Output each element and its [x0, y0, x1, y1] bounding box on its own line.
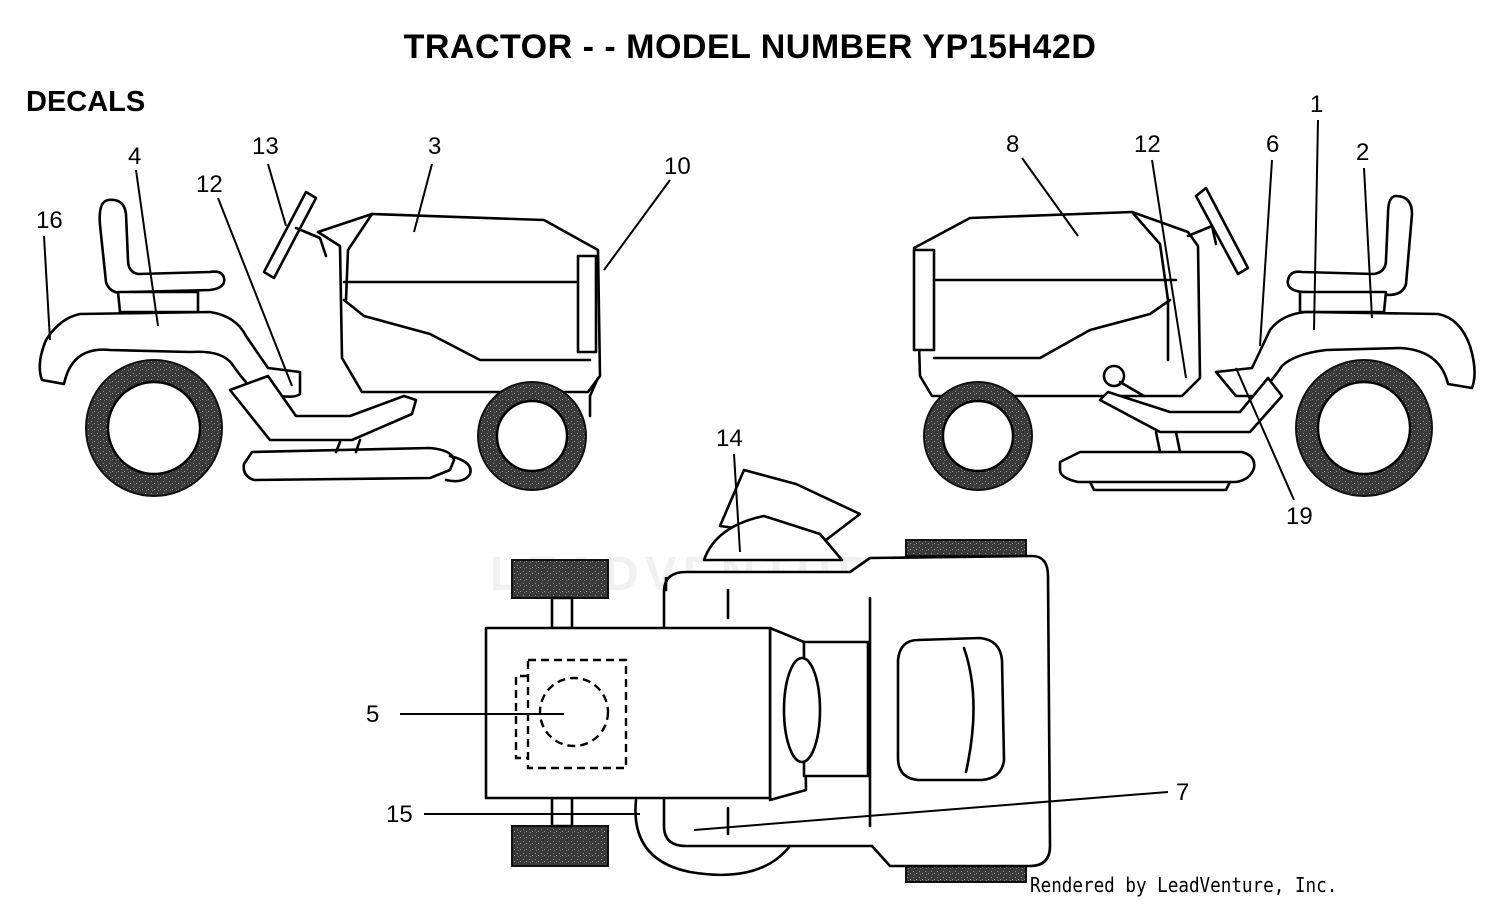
section-label: DECALS [26, 86, 146, 118]
seat-base [116, 290, 200, 314]
steering-wheel [262, 190, 318, 280]
footrest [1098, 376, 1284, 434]
seat-contour [962, 646, 975, 774]
callout-12-right: 12 [1134, 131, 1161, 158]
tractor-left-view [38, 190, 602, 497]
axle-lower [550, 796, 574, 828]
deck-skirt [1088, 480, 1232, 492]
front-hub-left [495, 399, 569, 473]
deck-chute [444, 454, 472, 483]
callout-16: 16 [36, 207, 63, 234]
axle-upper [550, 596, 574, 630]
front-tire-top-upper [511, 559, 609, 599]
air-filter-outline [538, 676, 610, 748]
callout-13: 13 [252, 133, 279, 160]
callout-10: 10 [664, 153, 691, 180]
deck-hanger [334, 438, 362, 454]
steering-wheel [1194, 186, 1250, 276]
mower-deck [1058, 450, 1256, 484]
callout-12-left: 12 [196, 171, 223, 198]
front-tire-top-lower [511, 825, 609, 867]
seat-back [1286, 194, 1414, 297]
tractor-right-view [912, 186, 1476, 497]
deck-hanger [1154, 430, 1182, 454]
deck-outline [634, 798, 792, 877]
callout-4: 4 [128, 143, 141, 170]
leader-lines [43, 119, 1373, 831]
rear-tire-top-lower [905, 865, 1027, 883]
callout-19: 19 [1286, 503, 1313, 530]
callout-8: 8 [1006, 131, 1019, 158]
front-hub-right [941, 399, 1015, 473]
steering-column [294, 226, 328, 258]
callout-5: 5 [366, 701, 379, 728]
callout-2: 2 [1356, 139, 1369, 166]
seat-base [1298, 290, 1388, 314]
hood-front-edge [1130, 210, 1170, 362]
footrest [228, 374, 418, 442]
mower-deck [242, 446, 456, 482]
callout-1: 1 [1310, 91, 1323, 118]
credit-text: Rendered by LeadVenture, Inc. [1030, 873, 1338, 897]
seat-top [896, 636, 1006, 782]
grille [576, 254, 598, 354]
rear-tire-top-upper [905, 539, 1027, 557]
lever-arm [1118, 380, 1146, 398]
decal-marks [726, 588, 872, 836]
page-title: TRACTOR - - MODEL NUMBER YP15H42D [403, 28, 1097, 66]
seat-back [98, 198, 226, 295]
callout-3: 3 [428, 133, 441, 160]
hood-lower-line [342, 298, 592, 362]
callout-14: 14 [716, 425, 743, 452]
callout-6: 6 [1266, 131, 1279, 158]
hood-front-edge [344, 212, 374, 302]
callout-7: 7 [1176, 779, 1189, 806]
front-frame [588, 376, 600, 418]
rear-hub-left [106, 380, 202, 476]
steering-wheel-top [782, 656, 822, 764]
tractor-top-view [484, 468, 1052, 883]
rear-hub-right [1316, 380, 1412, 476]
engine-outline-tab [514, 674, 528, 760]
lever-knob [1102, 364, 1126, 388]
rear-fender [1214, 310, 1476, 398]
callout-labels: 16 4 12 13 3 10 8 12 6 1 2 19 14 5 15 7 [36, 91, 1369, 828]
hood-lower-line [932, 298, 1172, 360]
steering-column [1186, 224, 1218, 246]
callout-15: 15 [386, 801, 413, 828]
grille [912, 248, 936, 352]
hood [316, 212, 602, 394]
